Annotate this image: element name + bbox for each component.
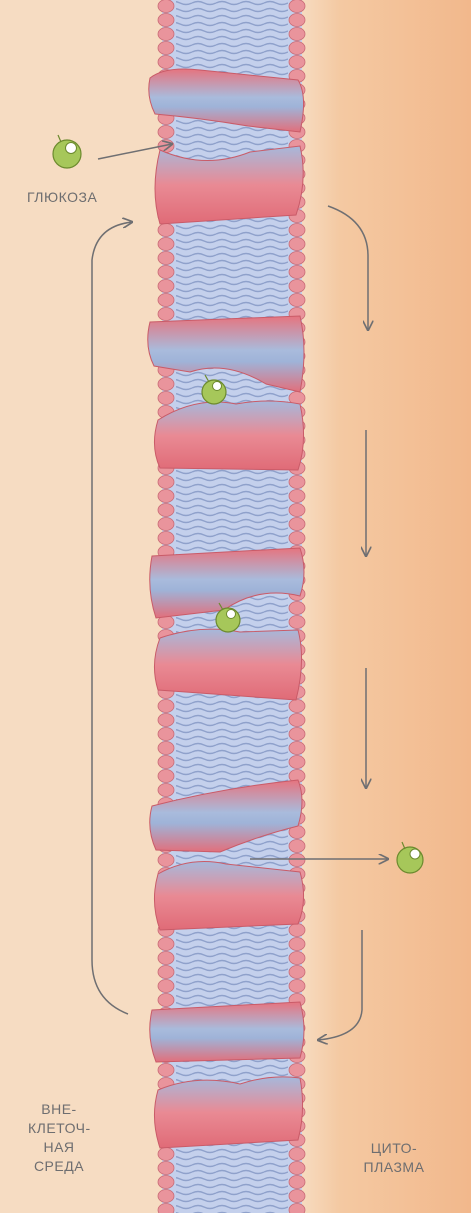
lipid-head: [289, 728, 305, 741]
lipid-head: [289, 518, 305, 531]
lipid-head: [158, 532, 174, 545]
glucose-molecule-icon: [397, 842, 423, 873]
lipid-head: [289, 280, 305, 293]
lipid-head: [289, 294, 305, 307]
lipid-head: [289, 504, 305, 517]
lipid-head: [158, 742, 174, 755]
lipid-head: [158, 238, 174, 251]
arrow-icon: [92, 222, 132, 1014]
lipid-head: [289, 616, 305, 629]
arrow-icon: [328, 206, 368, 330]
lipid-head: [158, 728, 174, 741]
lipid-head: [158, 784, 174, 797]
lipid-head: [289, 1162, 305, 1175]
lipid-head: [289, 952, 305, 965]
lipid-head: [289, 266, 305, 279]
lipid-head: [289, 714, 305, 727]
lipid-head: [289, 1148, 305, 1161]
cytoplasm-label: ЦИТО- ПЛАЗМА: [356, 1139, 432, 1177]
lipid-head: [158, 714, 174, 727]
lipid-head: [158, 126, 174, 139]
lipid-head: [158, 504, 174, 517]
lipid-head: [289, 56, 305, 69]
lipid-head: [158, 854, 174, 867]
lipid-head: [158, 252, 174, 265]
lipid-head: [289, 700, 305, 713]
lipid-head: [289, 924, 305, 937]
lipid-head: [289, 938, 305, 951]
lipid-head: [289, 854, 305, 867]
lipid-head: [289, 980, 305, 993]
lipid-head: [158, 0, 174, 13]
lipid-head: [158, 1064, 174, 1077]
lipid-head: [158, 518, 174, 531]
lipid-head: [158, 56, 174, 69]
lipid-head: [158, 392, 174, 405]
lipid-head: [158, 1204, 174, 1213]
lipid-head: [158, 770, 174, 783]
lipid-head: [289, 532, 305, 545]
lipid-head: [158, 994, 174, 1007]
lipid-head: [158, 378, 174, 391]
lipid-head: [158, 1148, 174, 1161]
lipid-head: [289, 602, 305, 615]
lipid-head: [289, 1190, 305, 1203]
extracellular-label-line-1: ВНЕ-: [28, 1100, 90, 1119]
lipid-head: [289, 840, 305, 853]
lipid-head: [158, 1176, 174, 1189]
lipid-head: [289, 1064, 305, 1077]
lipid-head: [158, 28, 174, 41]
lipid-head: [158, 756, 174, 769]
lipid-head: [289, 42, 305, 55]
lipid-head: [158, 966, 174, 979]
lipid-head: [158, 700, 174, 713]
arrow-icon: [318, 930, 362, 1040]
glucose-molecule-icon: [53, 135, 81, 168]
lipid-head: [158, 42, 174, 55]
lipid-head: [289, 756, 305, 769]
lipid-head: [158, 490, 174, 503]
lipid-head: [289, 476, 305, 489]
lipid-head: [289, 0, 305, 13]
lipid-head: [289, 742, 305, 755]
cytoplasm-label-line-2: ПЛАЗМА: [356, 1158, 432, 1177]
extracellular-label-line-3: НАЯ: [28, 1138, 90, 1157]
cytoplasm-label-line-1: ЦИТО-: [356, 1139, 432, 1158]
lipid-head: [158, 280, 174, 293]
glucose-label: ГЛЮКОЗА: [27, 188, 97, 207]
lipid-head: [158, 938, 174, 951]
extracellular-label-line-2: КЛЕТОЧ-: [28, 1119, 90, 1138]
lipid-head: [158, 308, 174, 321]
lipid-head: [289, 490, 305, 503]
lipid-head: [158, 14, 174, 27]
lipid-head: [158, 952, 174, 965]
lipid-head: [158, 1190, 174, 1203]
extracellular-label-line-4: СРЕДА: [28, 1157, 90, 1176]
lipid-head: [158, 476, 174, 489]
lipid-head: [289, 28, 305, 41]
lipid-head: [158, 294, 174, 307]
lipid-head: [158, 980, 174, 993]
lipid-head: [158, 1162, 174, 1175]
lipid-head: [289, 1204, 305, 1213]
lipid-head: [289, 252, 305, 265]
lipid-head: [289, 224, 305, 237]
extracellular-medium-label: ВНЕ- КЛЕТОЧ- НАЯ СРЕДА: [28, 1100, 90, 1176]
lipid-head: [158, 266, 174, 279]
lipid-head: [289, 1176, 305, 1189]
lipid-head: [289, 14, 305, 27]
lipid-head: [289, 238, 305, 251]
lipid-head: [289, 966, 305, 979]
lipid-head: [158, 224, 174, 237]
